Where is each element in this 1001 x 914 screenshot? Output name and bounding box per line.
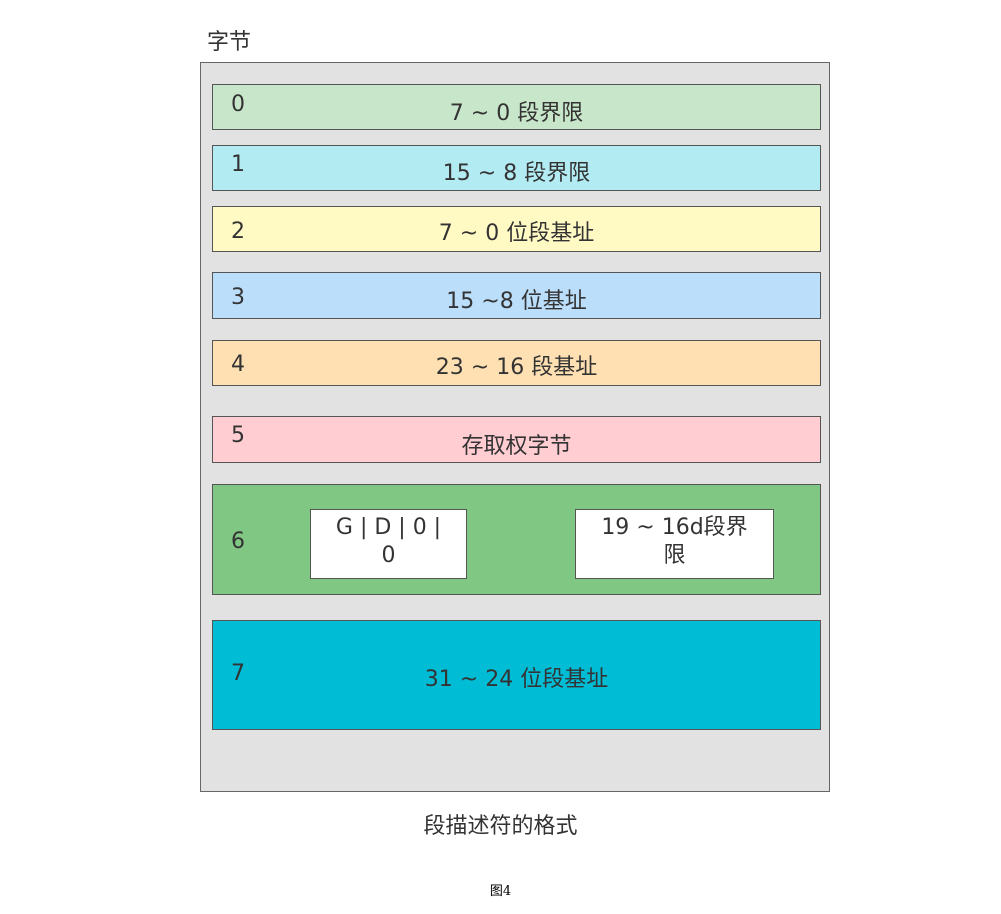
row-index: 6 bbox=[231, 529, 245, 554]
row-index: 5 bbox=[231, 423, 245, 448]
descriptor-row-3: 3 15 ~8 位基址 bbox=[212, 272, 821, 319]
descriptor-row-6: 6 G | D | 0 | 0 19 ~ 16d段界 限 bbox=[212, 484, 821, 595]
row-field-label: 7 ~ 0 段界限 bbox=[449, 101, 584, 126]
row-index: 3 bbox=[231, 285, 245, 310]
limit-high-box: 19 ~ 16d段界 限 bbox=[575, 509, 774, 579]
figure-label: 图4 bbox=[489, 884, 512, 899]
byte-column-label: 字节 bbox=[207, 30, 252, 55]
row-index: 1 bbox=[231, 152, 245, 177]
descriptor-row-0: 0 7 ~ 0 段界限 bbox=[212, 84, 821, 130]
row-field-label: 31 ~ 24 位段基址 bbox=[424, 667, 609, 692]
flags-line-2: 0 bbox=[381, 543, 396, 568]
flags-line-1: G | D | 0 | bbox=[335, 515, 442, 540]
descriptor-row-4: 4 23 ~ 16 段基址 bbox=[212, 340, 821, 386]
row-index: 4 bbox=[231, 352, 245, 377]
flags-box: G | D | 0 | 0 bbox=[310, 509, 467, 579]
row-field-label: 23 ~ 16 段基址 bbox=[435, 355, 598, 380]
row-field-label: 7 ~ 0 位段基址 bbox=[438, 221, 595, 246]
row-index: 2 bbox=[231, 219, 245, 244]
limit-high-line-2: 限 bbox=[663, 543, 686, 568]
row-field-label: 存取权字节 bbox=[461, 434, 572, 459]
diagram-caption: 段描述符的格式 bbox=[423, 814, 578, 839]
row-index: 7 bbox=[231, 661, 245, 686]
descriptor-row-1: 1 15 ~ 8 段界限 bbox=[212, 145, 821, 191]
limit-high-line-1: 19 ~ 16d段界 bbox=[601, 515, 748, 540]
row-index: 0 bbox=[231, 92, 245, 117]
descriptor-row-7: 7 31 ~ 24 位段基址 bbox=[212, 620, 821, 730]
row-field-label: 15 ~ 8 段界限 bbox=[442, 161, 591, 186]
descriptor-row-2: 2 7 ~ 0 位段基址 bbox=[212, 206, 821, 252]
descriptor-row-5: 5 存取权字节 bbox=[212, 416, 821, 463]
row-field-label: 15 ~8 位基址 bbox=[446, 289, 587, 314]
